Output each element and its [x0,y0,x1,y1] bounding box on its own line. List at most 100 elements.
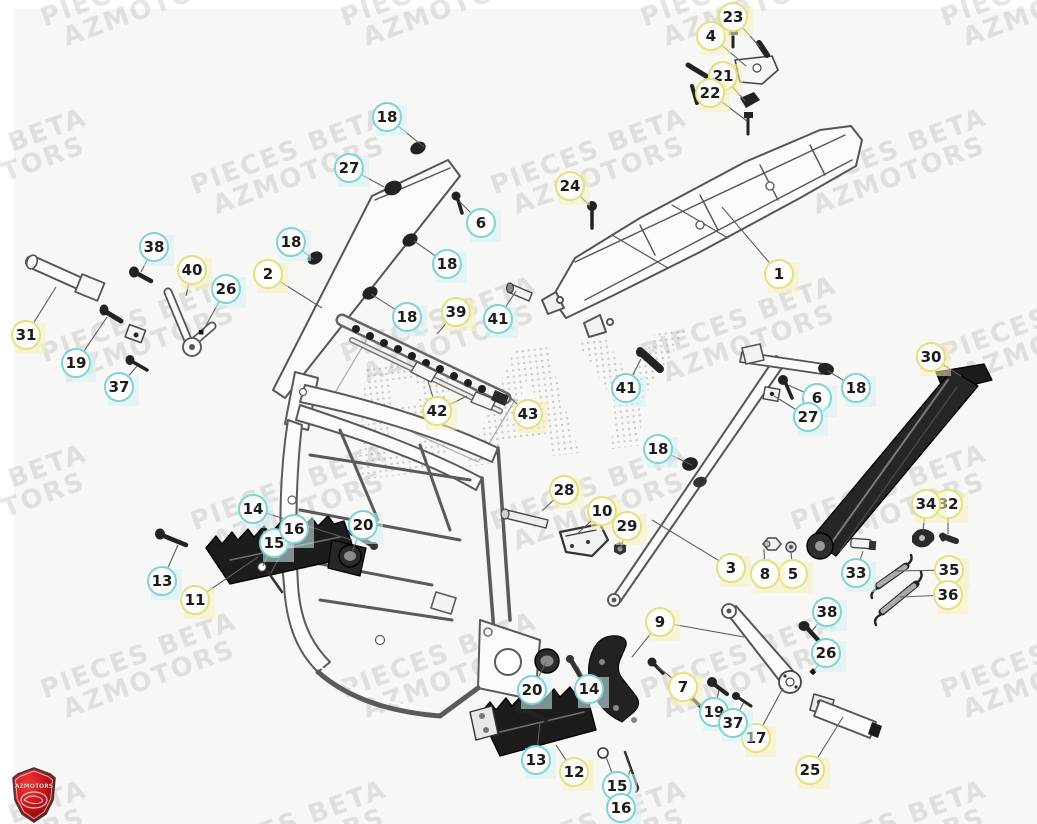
callout-1[interactable]: 1 [764,259,794,289]
leader-line-14b [577,666,583,676]
leader-line-33 [860,550,864,559]
leader-line-41a [505,290,517,307]
leader-line-3 [651,519,719,561]
leader-line-7 [656,665,672,679]
callout-20b[interactable]: 20 [517,675,547,705]
callout-3[interactable]: 3 [716,553,746,583]
leader-line-11 [207,556,259,592]
callout-42[interactable]: 42 [422,396,452,426]
leader-line-5 [790,551,793,560]
azmotors-logo: AZMOTORS [12,767,56,823]
logo-text: AZMOTORS [15,783,53,790]
callout-16b[interactable]: 16 [606,793,636,823]
callout-9[interactable]: 9 [645,607,675,637]
callout-2[interactable]: 2 [253,259,283,289]
callout-18b[interactable]: 18 [276,227,306,257]
leader-line-42 [427,380,434,397]
callout-25[interactable]: 25 [795,755,825,785]
callout-11[interactable]: 11 [180,585,210,615]
leader-line-18f [827,370,844,381]
callout-7[interactable]: 7 [668,672,698,702]
callout-31[interactable]: 31 [11,320,41,350]
leader-line-6a [458,200,471,213]
callout-20a[interactable]: 20 [348,510,378,540]
leader-line-19a [83,316,108,351]
leader-line-36 [899,595,934,598]
callout-14b[interactable]: 14 [574,674,604,704]
callout-15a[interactable]: 15 [259,528,289,558]
callout-36[interactable]: 36 [933,580,963,610]
leader-line-1 [721,206,770,263]
leader-line-27b [773,395,796,410]
part-side-stand [762,363,993,560]
callout-26b[interactable]: 26 [811,638,841,668]
callout-26a[interactable]: 26 [211,274,241,304]
callout-18c[interactable]: 18 [432,249,462,279]
leader-line-28 [541,499,554,512]
callout-28[interactable]: 28 [549,475,579,505]
callout-16a[interactable]: 16 [279,514,309,544]
callout-18f[interactable]: 18 [841,373,871,403]
part-stand-bracket-tube [607,343,834,607]
leader-line-17 [762,687,784,726]
part-frame-caps [338,544,560,674]
leader-line-41b [632,358,642,375]
part-top-bracket-and-screws [587,28,779,230]
callout-18a[interactable]: 18 [372,102,402,132]
callout-13a[interactable]: 13 [147,566,177,596]
callout-38a[interactable]: 38 [139,232,169,262]
leader-line-19b [716,689,720,698]
callout-41b[interactable]: 41 [611,373,641,403]
callout-33[interactable]: 33 [841,558,871,588]
callout-41a[interactable]: 41 [483,304,513,334]
leader-line-13b [537,721,541,746]
callout-27b[interactable]: 27 [793,402,823,432]
leader-line-12 [555,744,567,760]
callout-37b[interactable]: 37 [718,708,748,738]
callout-39[interactable]: 39 [441,297,471,327]
callout-8[interactable]: 8 [750,559,780,589]
callout-38b[interactable]: 38 [812,597,842,627]
callout-22[interactable]: 22 [695,78,725,108]
callout-4[interactable]: 4 [696,21,726,51]
part-left-bracket-assembly [25,254,217,372]
leader-line-18c [413,240,436,256]
part-rear-rack [541,125,863,338]
part-chain-guide [332,313,516,463]
callout-13b[interactable]: 13 [521,745,551,775]
callout-19a[interactable]: 19 [61,348,91,378]
leader-line-43 [505,393,518,405]
leader-line-35 [894,569,935,572]
callout-34[interactable]: 34 [911,489,941,519]
callout-18e[interactable]: 18 [643,434,673,464]
callout-14a[interactable]: 14 [238,494,268,524]
callout-29[interactable]: 29 [612,511,642,541]
part-guide-plate [500,508,626,558]
callout-40[interactable]: 40 [177,255,207,285]
leader-line-6b [787,384,804,393]
part-footpeg-right [469,655,640,793]
callout-35[interactable]: 35 [934,555,964,585]
leader-line-13a [167,544,179,568]
leader-line-37b [739,701,745,710]
callout-23[interactable]: 23 [718,2,748,32]
callout-6a[interactable]: 6 [466,208,496,238]
leader-line-37a [128,365,138,376]
callout-37a[interactable]: 37 [104,372,134,402]
callout-18d[interactable]: 18 [392,302,422,332]
callout-12[interactable]: 12 [559,757,589,787]
leader-line-31 [33,286,57,323]
part-upper-brace [272,141,464,399]
callout-10[interactable]: 10 [587,496,617,526]
callout-27a[interactable]: 27 [334,153,364,183]
callout-30[interactable]: 30 [916,342,946,372]
callout-24[interactable]: 24 [555,171,585,201]
leader-line-9 [674,624,745,638]
shield-shape [12,767,56,823]
part-bolts-41 [506,282,664,373]
leader-line-15b [605,756,613,773]
callout-43[interactable]: 43 [513,399,543,429]
leader-line-25 [817,716,844,758]
leader-line-39 [436,322,447,335]
